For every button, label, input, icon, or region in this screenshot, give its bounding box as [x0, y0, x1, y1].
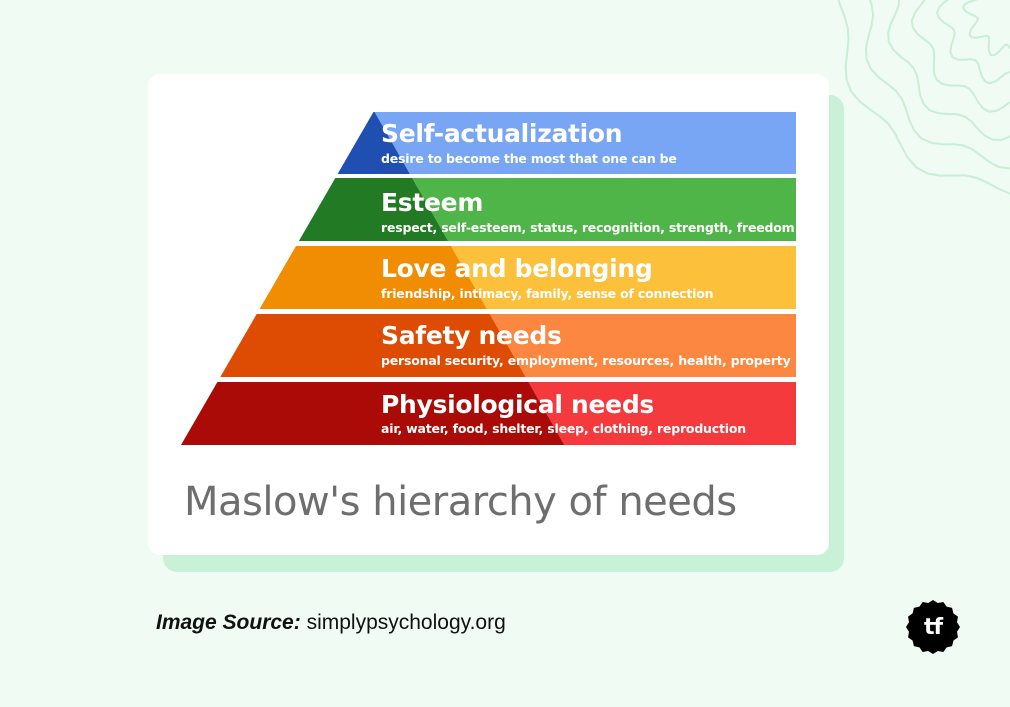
pyramid-level-dark — [220, 314, 526, 377]
diagram-caption: Maslow's hierarchy of needs — [184, 479, 737, 525]
image-source-link[interactable]: simplypsychology.org — [306, 611, 506, 634]
level-desc-esteem: respect, self-esteem, status, recognitio… — [381, 220, 795, 235]
pyramid-level-dark — [181, 382, 565, 445]
image-source-label: Image Source: — [156, 611, 301, 634]
level-title-physiological-needs: Physiological needs — [381, 390, 654, 419]
wave-line — [837, 0, 1010, 195]
tf-logo-text: tf — [923, 614, 943, 640]
image-source: Image Source: simplypsychology.org — [156, 611, 506, 635]
level-desc-self-actualization: desire to become the most that one can b… — [381, 151, 677, 166]
pyramid-level-light — [450, 246, 796, 309]
level-title-love-and-belonging: Love and belonging — [381, 254, 653, 283]
pyramid-level-light — [528, 382, 796, 445]
pyramid-level-dark — [259, 246, 487, 309]
level-title-esteem: Esteem — [381, 188, 484, 217]
wave-line — [910, 0, 1010, 113]
wave-line — [962, 0, 1010, 57]
wave-line — [936, 0, 1010, 85]
pyramid-level-light — [374, 112, 796, 174]
pyramid-level-dark — [298, 178, 449, 241]
wave-line — [887, 0, 1010, 142]
logo-badge-shape — [906, 600, 960, 654]
pyramid-level-light — [412, 178, 796, 241]
wave-line — [864, 0, 1010, 170]
level-desc-safety-needs: personal security, employment, resources… — [381, 353, 791, 368]
level-desc-physiological-needs: air, water, food, shelter, sleep, clothi… — [381, 421, 746, 436]
pyramid-level-light — [489, 314, 796, 377]
pyramid-level-dark — [337, 112, 410, 174]
tf-logo-badge — [906, 600, 960, 654]
level-title-safety-needs: Safety needs — [381, 321, 562, 350]
level-desc-love-and-belonging: friendship, intimacy, family, sense of c… — [381, 286, 714, 301]
level-title-self-actualization: Self-actualization — [381, 119, 623, 148]
